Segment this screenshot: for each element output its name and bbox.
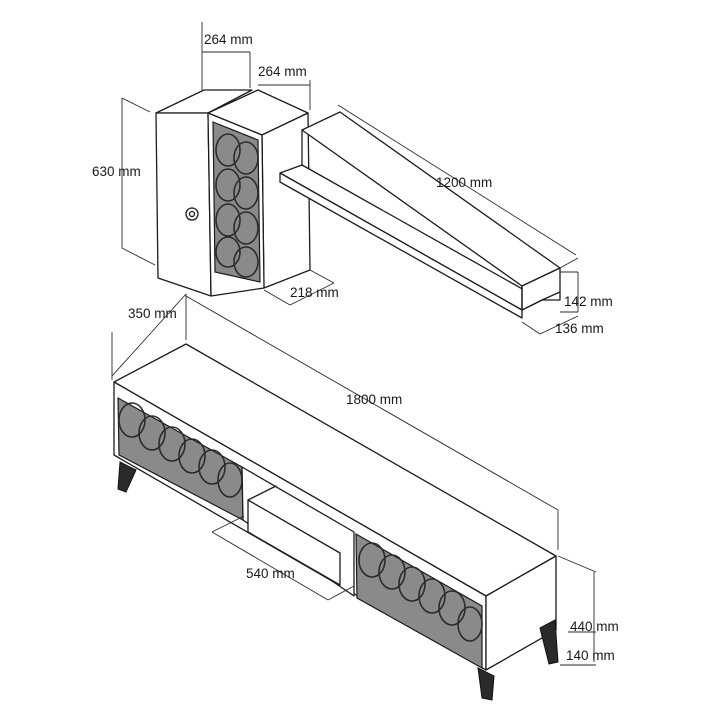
dim-shelf-height: 142 mm [564, 294, 613, 309]
dim-shelf-length: 1200 mm [436, 175, 492, 190]
tv-left-door-ornament-icon [118, 402, 243, 498]
dim-tv-height: 440 mm [570, 619, 619, 634]
left-tall-cabinet [155, 89, 253, 297]
dimension-lines [111, 22, 597, 666]
tv-leg-back-right [539, 619, 559, 665]
dim-cabinet-depth: 218 mm [290, 285, 339, 300]
cabinet-knob-icon [185, 207, 199, 221]
dim-cabinet-width-b: 264 mm [258, 64, 307, 79]
cabinet-door-ornament-icon [215, 133, 259, 278]
dim-cabinet-height: 630 mm [92, 164, 141, 179]
tv-right-door-ornament-icon [358, 542, 483, 642]
dim-tv-compartment: 540 mm [246, 566, 295, 581]
tv-unit [113, 343, 559, 701]
dim-leg-height: 140 mm [566, 648, 615, 663]
dim-cabinet-width-a: 264 mm [204, 32, 253, 47]
dim-tv-depth: 350 mm [128, 306, 177, 321]
ornamental-door-cabinet [207, 89, 311, 297]
dim-shelf-depth: 136 mm [555, 321, 604, 336]
dim-tv-length: 1800 mm [346, 392, 402, 407]
tv-leg-front-right [477, 667, 495, 701]
wall-shelf [279, 111, 561, 319]
tv-leg-front-left [117, 461, 137, 493]
